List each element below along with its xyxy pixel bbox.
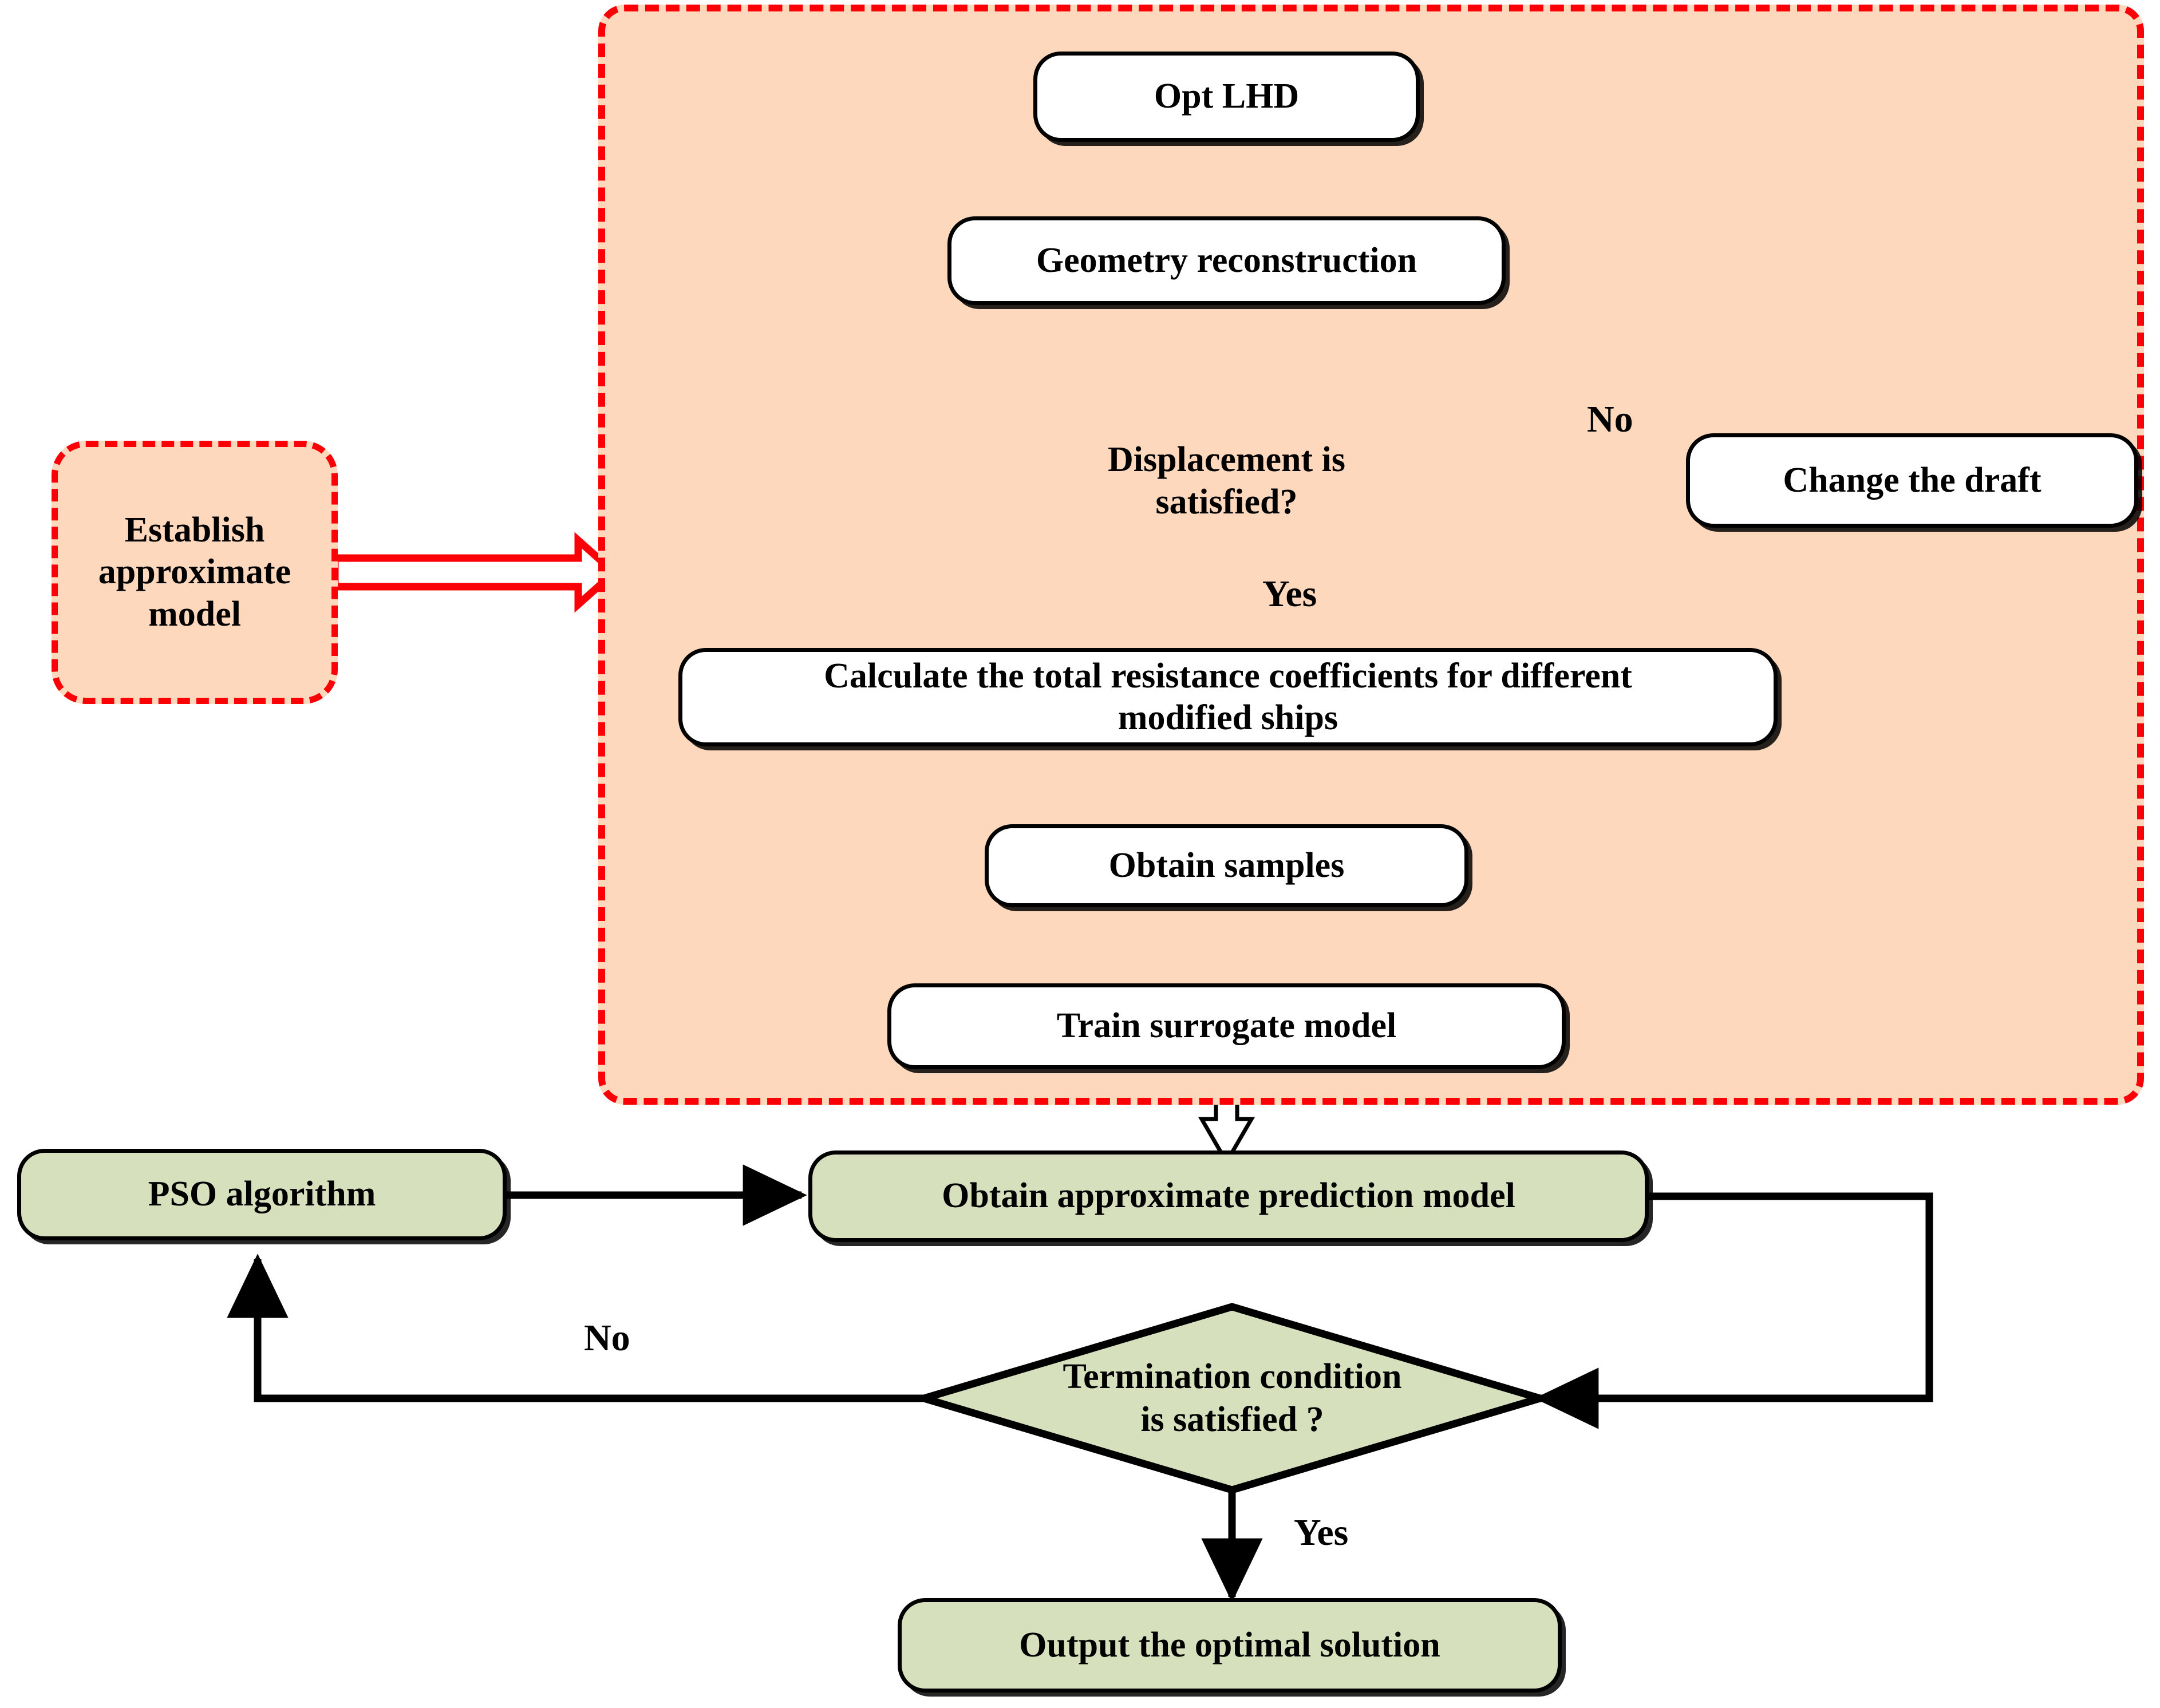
node-change-the-draft[interactable]: Change the draft	[1686, 433, 2138, 528]
arrow-establish-to-panel	[331, 532, 620, 613]
edge-label-termination-no-text: No	[584, 1317, 630, 1359]
node-geometry-reconstruction-label: Geometry reconstruction	[1036, 240, 1417, 280]
edge-label-termination-no: No	[584, 1316, 630, 1360]
arrow-termination-no-to-pso	[227, 1254, 924, 1402]
node-geometry-reconstruction[interactable]: Geometry reconstruction	[947, 216, 1506, 305]
node-obtain-approximate-prediction-model[interactable]: Obtain approximate prediction model	[808, 1150, 1649, 1242]
edge-label-displacement-no-text: No	[1587, 398, 1633, 440]
node-change-the-draft-label: Change the draft	[1783, 460, 2041, 500]
node-obtain-approximate-prediction-model-label: Obtain approximate prediction model	[942, 1176, 1515, 1216]
termination-decision-diamond	[911, 1303, 1553, 1494]
edge-label-displacement-yes-text: Yes	[1262, 573, 1317, 615]
approximate-model-group-panel	[598, 5, 2144, 1105]
edge-label-termination-yes: Yes	[1294, 1511, 1348, 1555]
node-output-the-optimal-solution[interactable]: Output the optimal solution	[898, 1598, 1562, 1693]
node-train-surrogate-model-label: Train surrogate model	[1056, 1006, 1397, 1046]
node-obtain-samples[interactable]: Obtain samples	[985, 824, 1468, 907]
edge-label-displacement-no: No	[1587, 398, 1633, 441]
node-pso-algorithm[interactable]: PSO algorithm	[17, 1149, 507, 1240]
node-output-the-optimal-solution-label: Output the optimal solution	[1019, 1625, 1440, 1664]
node-calculate-resistance[interactable]: Calculate the total resistance coefficie…	[678, 648, 1778, 746]
node-opt-lhd-label: Opt LHD	[1154, 77, 1300, 116]
node-calculate-resistance-label: Calculate the total resistance coefficie…	[824, 656, 1632, 737]
edge-label-displacement-yes: Yes	[1262, 572, 1317, 616]
node-establish-approximate-model[interactable]: Establish approximate model	[52, 441, 338, 704]
node-obtain-samples-label: Obtain samples	[1108, 845, 1345, 885]
node-establish-approximate-model-label: Establish approximate model	[98, 511, 291, 634]
edge-label-termination-yes-text: Yes	[1294, 1512, 1349, 1553]
node-train-surrogate-model[interactable]: Train surrogate model	[887, 983, 1566, 1069]
arrow-prediction-to-termination	[1534, 1192, 1933, 1429]
node-pso-algorithm-label: PSO algorithm	[148, 1175, 376, 1214]
node-opt-lhd[interactable]: Opt LHD	[1033, 52, 1420, 142]
